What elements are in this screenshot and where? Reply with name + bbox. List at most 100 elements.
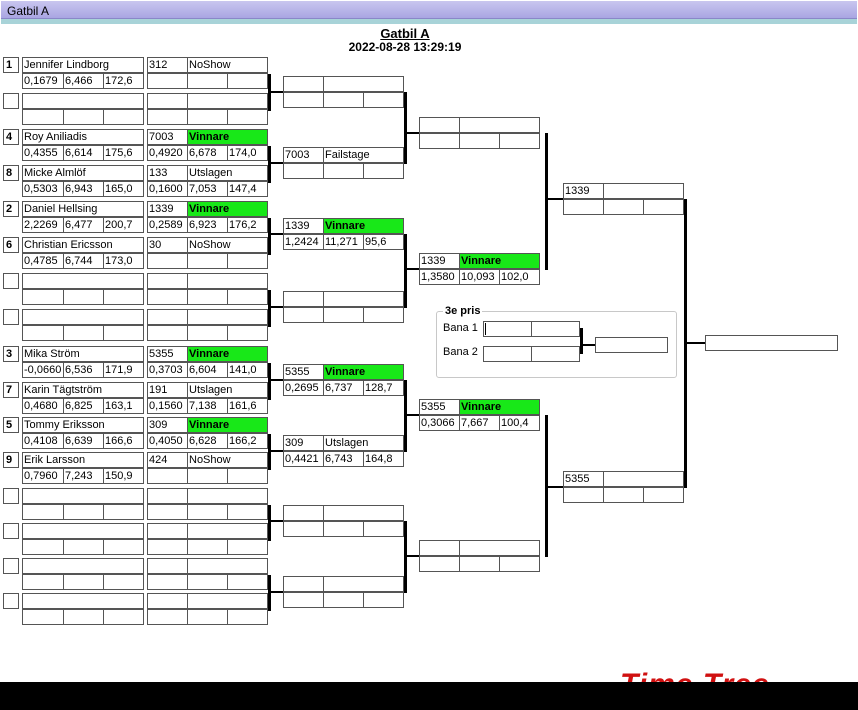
reaction-time-cell <box>563 199 604 215</box>
speed-cell: 171,9 <box>103 362 144 378</box>
speed-cell <box>227 504 268 520</box>
elapsed-time-cell: 7,667 <box>459 415 500 431</box>
car-number-cell <box>147 558 188 574</box>
reaction-time-cell <box>22 539 64 555</box>
driver-name-cell <box>22 558 144 574</box>
elapsed-time-cell <box>187 325 228 341</box>
reaction-time-cell <box>283 163 324 179</box>
elapsed-time-cell <box>187 289 228 305</box>
seed-badge <box>3 93 19 109</box>
seed-badge <box>3 309 19 325</box>
speed-cell <box>103 609 144 625</box>
speed-cell <box>103 539 144 555</box>
third-place-winner-cell <box>595 337 668 353</box>
speed-cell <box>643 487 684 503</box>
winner-status-cell: Vinnare <box>187 346 268 362</box>
reaction-time-cell <box>419 556 460 572</box>
title-bar[interactable]: Gatbil A <box>1 1 857 19</box>
seed-badge: 7 <box>3 382 19 398</box>
reaction-time-cell: 0,5303 <box>22 181 64 197</box>
reaction-time-cell: 0,2589 <box>147 217 188 233</box>
car-number-cell <box>147 273 188 289</box>
result-status-cell <box>187 558 268 574</box>
car-number-cell <box>147 523 188 539</box>
speed-cell <box>363 92 404 108</box>
reaction-time-cell <box>147 109 188 125</box>
reaction-time-cell: 0,3703 <box>147 362 188 378</box>
car-number-cell: 1339 <box>563 183 604 199</box>
reaction-time-cell <box>147 574 188 590</box>
speed-cell <box>103 504 144 520</box>
elapsed-time-cell <box>187 109 228 125</box>
reaction-time-cell <box>283 592 324 608</box>
driver-name-cell: Daniel Hellsing <box>22 201 144 217</box>
reaction-time-cell: 0,4680 <box>22 398 64 414</box>
elapsed-time-cell <box>459 133 500 149</box>
winner-status-cell: Vinnare <box>187 201 268 217</box>
result-status-cell <box>323 505 404 521</box>
elapsed-time-cell: 6,825 <box>63 398 104 414</box>
speed-cell <box>103 574 144 590</box>
elapsed-time-cell: 6,614 <box>63 145 104 161</box>
speed-cell <box>227 109 268 125</box>
car-number-cell <box>283 505 324 521</box>
lane1-car-input[interactable] <box>483 321 532 337</box>
elapsed-time-cell: 6,737 <box>323 380 364 396</box>
speed-cell: 102,0 <box>499 269 540 285</box>
car-number-cell: 309 <box>283 435 324 451</box>
result-status-cell <box>187 488 268 504</box>
speed-cell <box>103 325 144 341</box>
speed-cell <box>499 133 540 149</box>
speed-cell: 172,6 <box>103 73 144 89</box>
speed-cell: 173,0 <box>103 253 144 269</box>
speed-cell: 200,7 <box>103 217 144 233</box>
reaction-time-cell <box>22 504 64 520</box>
seed-badge <box>3 523 19 539</box>
seed-badge: 9 <box>3 452 19 468</box>
speed-cell <box>227 468 268 484</box>
third-place-title: 3e pris <box>443 305 483 317</box>
car-number-cell: 309 <box>147 417 188 433</box>
speed-cell <box>643 199 684 215</box>
speed-cell: 166,2 <box>227 433 268 449</box>
car-number-cell <box>147 309 188 325</box>
speed-cell: 164,8 <box>363 451 404 467</box>
car-number-cell: 1339 <box>283 218 324 234</box>
driver-name-cell <box>22 273 144 289</box>
speed-cell <box>499 556 540 572</box>
seed-badge: 2 <box>3 201 19 217</box>
speed-cell <box>363 521 404 537</box>
reaction-time-cell <box>22 325 64 341</box>
result-status-cell <box>187 593 268 609</box>
reaction-time-cell <box>563 487 604 503</box>
elapsed-time-cell: 6,639 <box>63 433 104 449</box>
speed-cell: 161,6 <box>227 398 268 414</box>
result-status-cell <box>603 183 684 199</box>
elapsed-time-cell <box>187 539 228 555</box>
third-place-group <box>436 311 677 378</box>
speed-cell <box>227 609 268 625</box>
elapsed-time-cell: 6,477 <box>63 217 104 233</box>
winner-status-cell: Vinnare <box>459 399 540 415</box>
reaction-time-cell <box>147 253 188 269</box>
driver-name-cell: Erik Larsson <box>22 452 144 468</box>
car-number-cell: 1339 <box>419 253 460 269</box>
speed-cell: 141,0 <box>227 362 268 378</box>
elapsed-time-cell: 6,604 <box>187 362 228 378</box>
lane2-car-input[interactable] <box>483 346 532 362</box>
elapsed-time-cell: 10,093 <box>459 269 500 285</box>
speed-cell: 166,6 <box>103 433 144 449</box>
reaction-time-cell <box>419 133 460 149</box>
speed-cell: 95,6 <box>363 234 404 250</box>
seed-badge <box>3 558 19 574</box>
seed-badge: 8 <box>3 165 19 181</box>
result-status-cell: NoShow <box>187 57 268 73</box>
car-number-cell <box>419 117 460 133</box>
driver-name-cell <box>22 523 144 539</box>
window-title: Gatbil A <box>7 4 50 18</box>
speed-cell <box>103 289 144 305</box>
seed-badge <box>3 273 19 289</box>
speed-cell <box>363 307 404 323</box>
speed-cell: 100,4 <box>499 415 540 431</box>
lane2-label: Bana 2 <box>443 346 478 358</box>
